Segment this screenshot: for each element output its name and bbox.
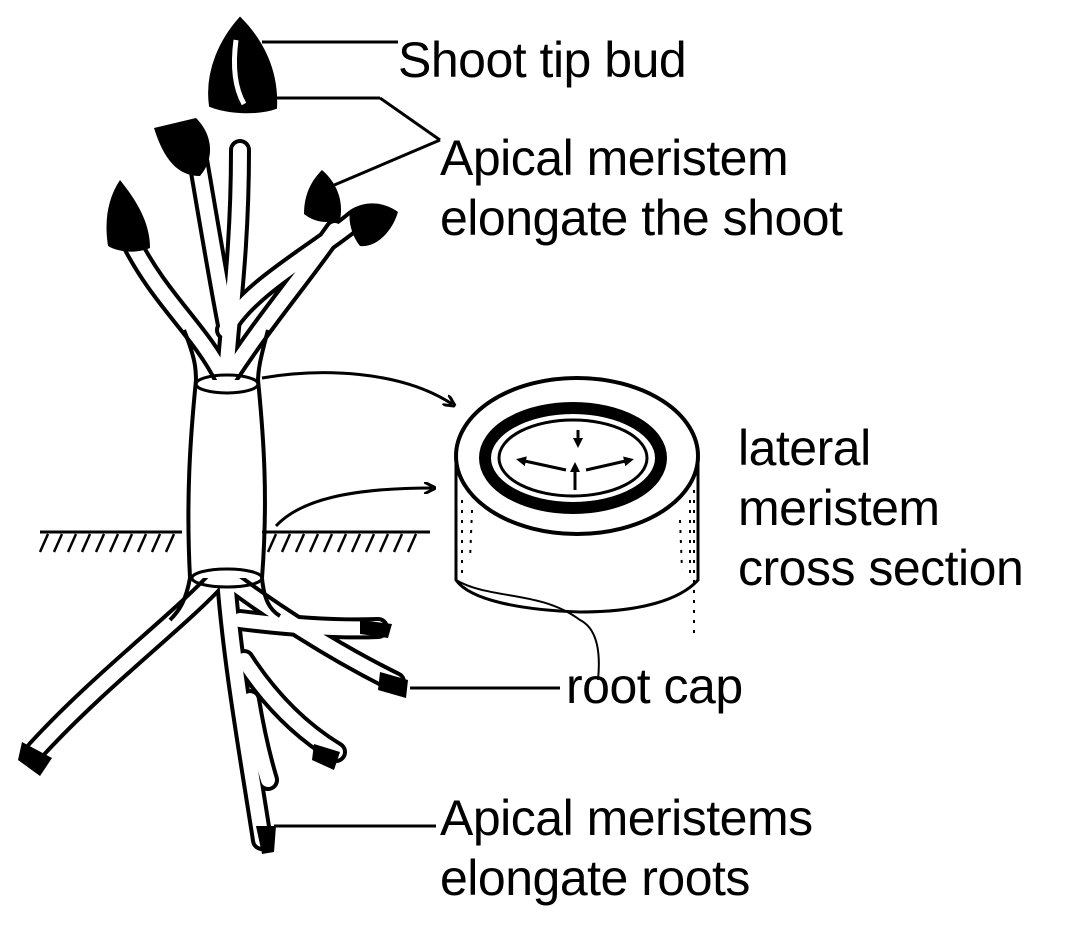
root-cap-text: root cap xyxy=(566,656,743,716)
shoot-tip-bud-text: Shoot tip bud xyxy=(398,30,686,90)
apical-meristem-line2: elongate the shoot xyxy=(440,188,842,248)
apical-roots-line2: elongate roots xyxy=(440,848,813,908)
lateral-meristem-label: lateral meristem cross section xyxy=(738,418,1023,598)
shoot-tip-bud-label: Shoot tip bud xyxy=(398,30,686,90)
lateral-line2: meristem xyxy=(738,478,1023,538)
lateral-line1: lateral xyxy=(738,418,1023,478)
cross-section xyxy=(456,378,698,680)
apical-bud-left xyxy=(107,180,151,252)
lateral-line3: cross section xyxy=(738,538,1023,598)
apical-meristem-shoot-label: Apical meristem elongate the shoot xyxy=(440,128,842,248)
section-arrows xyxy=(262,373,452,526)
apical-meristems-roots-label: Apical meristems elongate roots xyxy=(440,788,813,908)
apical-roots-line1: Apical meristems xyxy=(440,788,813,848)
shoot-tip-bud xyxy=(209,18,276,112)
apical-meristem-line1: Apical meristem xyxy=(440,128,842,188)
root-cap-label: root cap xyxy=(566,656,743,716)
apical-bud-left-upper xyxy=(154,118,210,176)
